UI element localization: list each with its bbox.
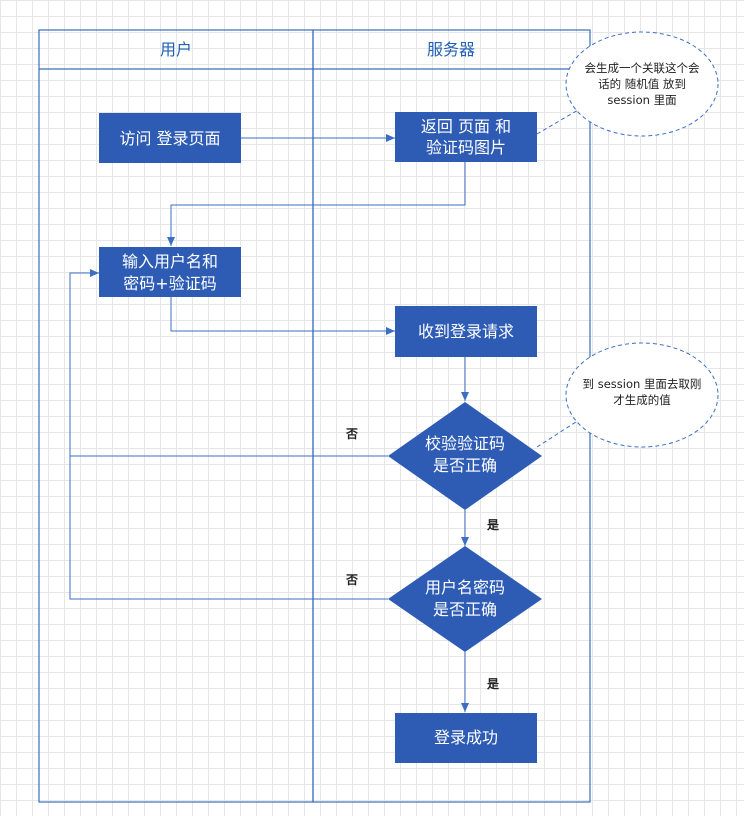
edge-label-captcha-no: 否 [345,427,358,441]
note-session-read-line-1: 到 session 里面去取刚 [583,377,702,391]
edge-user-no-back-to-input [69,456,388,600]
node-return-page-label-1: 返回 页面 和 [421,117,511,136]
note-session-store-line-1: 会生成一个关联这个会 [585,61,700,75]
node-login-success: 登录成功 [395,713,537,763]
note-session-store-line-2: 话的 随机值 放到 [598,77,686,91]
node-receive-request: 收到登录请求 [395,306,537,357]
node-input-credentials: 输入用户名和 密码+验证码 [99,247,241,297]
node-login-success-label: 登录成功 [434,728,498,747]
edge-input-to-receive [170,297,395,335]
node-input-label-2: 密码+验证码 [123,274,216,293]
node-check-captcha: 校验验证码 是否正确 [388,402,542,510]
node-check-user: 用户名密码 是否正确 [388,546,542,652]
edge-label-user-no: 否 [345,573,358,587]
lane-server-title: 服务器 [427,40,475,59]
swimlane-pool: 用户 服务器 [38,29,591,803]
node-visit-login: 访问 登录页面 [99,113,241,163]
edge-label-user-yes: 是 [486,677,500,691]
node-check-captcha-label-2: 是否正确 [433,456,497,475]
node-check-user-label-1: 用户名密码 [425,578,505,597]
edge-return-to-input [167,162,466,246]
note-session-read: 到 session 里面去取刚 才生成的值 [565,342,719,448]
node-receive-request-label: 收到登录请求 [418,322,514,341]
node-visit-login-label: 访问 登录页面 [119,129,220,148]
lane-user-title: 用户 [160,40,192,59]
edge-captcha-no-back-to-input [69,269,388,457]
edge-label-captcha-yes: 是 [486,518,500,532]
node-check-user-label-2: 是否正确 [433,600,497,619]
node-return-page: 返回 页面 和 验证码图片 [395,112,537,162]
node-check-captcha-label-1: 校验验证码 [425,434,505,453]
node-input-label-1: 输入用户名和 [122,252,218,271]
node-return-page-label-2: 验证码图片 [426,138,506,157]
note-session-store-line-3: session 里面 [607,93,676,107]
note-session-read-line-2: 才生成的值 [613,393,671,407]
note-session-store: 会生成一个关联这个会 话的 随机值 放到 session 里面 [565,31,719,137]
